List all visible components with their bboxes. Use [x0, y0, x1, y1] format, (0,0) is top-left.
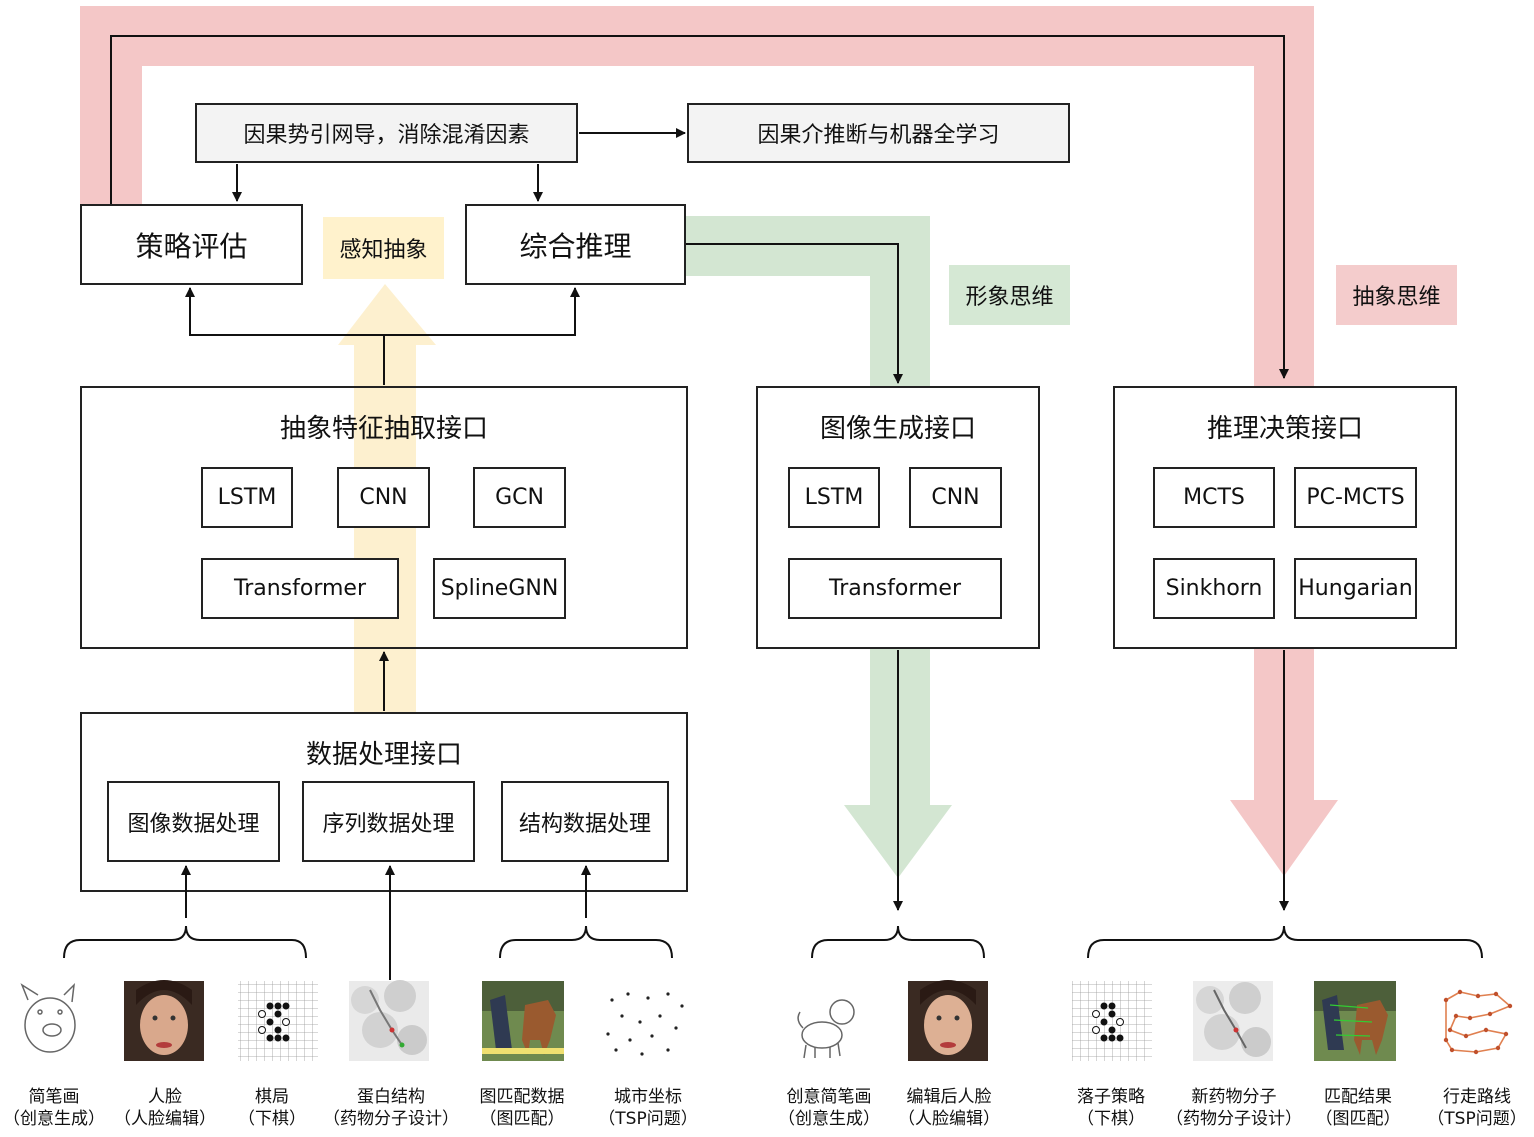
feature-cnn-label: CNN [359, 485, 408, 510]
input-caption-sub: （人脸编辑） [114, 1109, 216, 1129]
input-caption-sub: （TSP问题） [598, 1109, 698, 1129]
decision-sinkhorn-label: Sinkhorn [1165, 576, 1263, 601]
reasoning-to-generation-arrow [686, 243, 903, 384]
feature-cnn-item: CNN [337, 467, 430, 528]
imagery-thinking-tag-label: 形象思维 [965, 285, 1054, 310]
image-generation-title: 图像生成接口 [819, 414, 976, 444]
input-caption-graph-match: 图匹配数据 （图匹配） [466, 1086, 578, 1130]
policy-evaluation-box: 策略评估 [80, 204, 303, 285]
feature-lstm-item: LSTM [201, 467, 293, 528]
decision-pc-mcts-item: PC-MCTS [1294, 467, 1417, 528]
input-caption-go: 棋局 （下棋） [218, 1086, 326, 1130]
feature-to-policy-arrow [185, 287, 384, 336]
input-caption-protein: 蛋白结构 （药物分子设计） [317, 1086, 465, 1130]
gen-lstm-item: LSTM [788, 467, 880, 528]
causal-box-label: 因果势引网导，消除混淆因素 [243, 123, 530, 148]
feature-splinegnn-item: SplineGNN [433, 558, 566, 619]
image-data-item: 图像数据处理 [107, 781, 280, 862]
decision-output-brace [1087, 925, 1483, 959]
decision-hungarian-item: Hungarian [1294, 558, 1417, 619]
abstract-thinking-tag: 抽象思维 [1336, 265, 1457, 325]
input-caption-label: 图匹配数据 [479, 1087, 565, 1107]
decision-mcts-label: MCTS [1183, 485, 1245, 510]
dec-caption-sub: （图匹配） [1315, 1109, 1401, 1129]
causal-box: 因果势引网导，消除混淆因素 [195, 103, 578, 163]
data-processing-title: 数据处理接口 [305, 740, 462, 770]
feature-transformer-item: Transformer [201, 558, 399, 619]
gen-caption-face: 编辑后人脸 （人脸编辑） [894, 1086, 1004, 1130]
comprehensive-reasoning-label: 综合推理 [519, 229, 632, 263]
image-data-label: 图像数据处理 [127, 811, 260, 837]
imagery-thinking-tag: 形象思维 [949, 265, 1070, 325]
dec-caption-molecule: 新药物分子 （药物分子设计） [1160, 1086, 1308, 1130]
input-caption-label: 人脸 [148, 1087, 182, 1107]
input-caption-sub: （创意生成） [3, 1109, 105, 1129]
feature-gcn-item: GCN [473, 467, 566, 528]
dec-caption-sub: （TSP问题） [1427, 1109, 1527, 1129]
gen-caption-label: 编辑后人脸 [906, 1087, 992, 1107]
abstract-thinking-tag-label: 抽象思维 [1352, 285, 1441, 310]
gen-cnn-label: CNN [931, 485, 980, 510]
dec-caption-route: 行走路线 （TSP问题） [1424, 1086, 1530, 1130]
sequence-data-item: 序列数据处理 [302, 781, 475, 862]
causal-learning-box: 因果介推断与机器全学习 [687, 103, 1070, 163]
feature-splinegnn-label: SplineGNN [440, 576, 559, 601]
image-input-brace [63, 925, 307, 959]
decision-mcts-item: MCTS [1153, 467, 1275, 528]
decision-hungarian-label: Hungarian [1298, 576, 1413, 601]
comprehensive-reasoning-box: 综合推理 [465, 204, 686, 285]
feature-extraction-title: 抽象特征抽取接口 [279, 414, 488, 444]
decision-pc-mcts-label: PC-MCTS [1306, 485, 1405, 510]
structure-input-brace [499, 925, 673, 959]
input-caption-sub: （图匹配） [479, 1109, 565, 1129]
perception-tag: 感知抽象 [323, 217, 444, 279]
reasoning-decision-title: 推理决策接口 [1206, 414, 1363, 444]
data-processing-panel: 数据处理接口 [80, 712, 688, 892]
gen-caption-sub: （人脸编辑） [898, 1109, 1000, 1129]
gen-caption-sketch: 创意简笔画 （创意生成） [774, 1086, 884, 1130]
feature-transformer-label: Transformer [233, 576, 366, 601]
feature-lstm-label: LSTM [217, 485, 277, 510]
dec-caption-label: 匹配结果 [1324, 1087, 1392, 1107]
sequence-data-label: 序列数据处理 [322, 811, 455, 837]
input-caption-label: 简笔画 [28, 1087, 80, 1107]
dec-caption-go: 落子策略 （下棋） [1056, 1086, 1166, 1130]
input-caption-face: 人脸 （人脸编辑） [111, 1086, 219, 1130]
dec-caption-sub: （下棋） [1077, 1109, 1145, 1129]
generation-output-brace [811, 925, 985, 959]
feature-gcn-label: GCN [495, 485, 544, 510]
dec-caption-label: 行走路线 [1443, 1087, 1511, 1107]
dec-caption-label: 落子策略 [1077, 1087, 1145, 1107]
input-caption-city: 城市坐标 （TSP问题） [590, 1086, 706, 1130]
top-loop-arrow [110, 35, 1289, 379]
structure-data-item: 结构数据处理 [501, 781, 669, 862]
perception-tag-label: 感知抽象 [339, 238, 428, 263]
feature-to-reasoning-arrow [384, 287, 580, 336]
structure-data-label: 结构数据处理 [518, 811, 651, 837]
causal-learning-label: 因果介推断与机器全学习 [757, 123, 1000, 148]
feature-extraction-panel: 抽象特征抽取接口 [80, 386, 688, 649]
imagery-thinking-band [686, 216, 952, 878]
input-caption-label: 蛋白结构 [357, 1087, 425, 1107]
input-caption-label: 棋局 [255, 1087, 289, 1107]
decision-sinkhorn-item: Sinkhorn [1153, 558, 1275, 619]
policy-evaluation-label: 策略评估 [135, 229, 248, 263]
dec-caption-sub: （药物分子设计） [1166, 1109, 1302, 1129]
gen-caption-sub: （创意生成） [778, 1109, 880, 1129]
input-caption-sub: （下棋） [238, 1109, 306, 1129]
input-caption-sub: （药物分子设计） [323, 1109, 459, 1129]
dec-caption-match: 匹配结果 （图匹配） [1308, 1086, 1408, 1130]
gen-cnn-item: CNN [909, 467, 1002, 528]
dec-caption-label: 新药物分子 [1191, 1087, 1277, 1107]
gen-transformer-item: Transformer [788, 558, 1002, 619]
gen-caption-label: 创意简笔画 [786, 1087, 872, 1107]
input-caption-label: 城市坐标 [614, 1087, 682, 1107]
gen-lstm-label: LSTM [804, 485, 864, 510]
gen-transformer-label: Transformer [828, 576, 961, 601]
input-caption-sketch: 简笔画 （创意生成） [0, 1086, 108, 1130]
